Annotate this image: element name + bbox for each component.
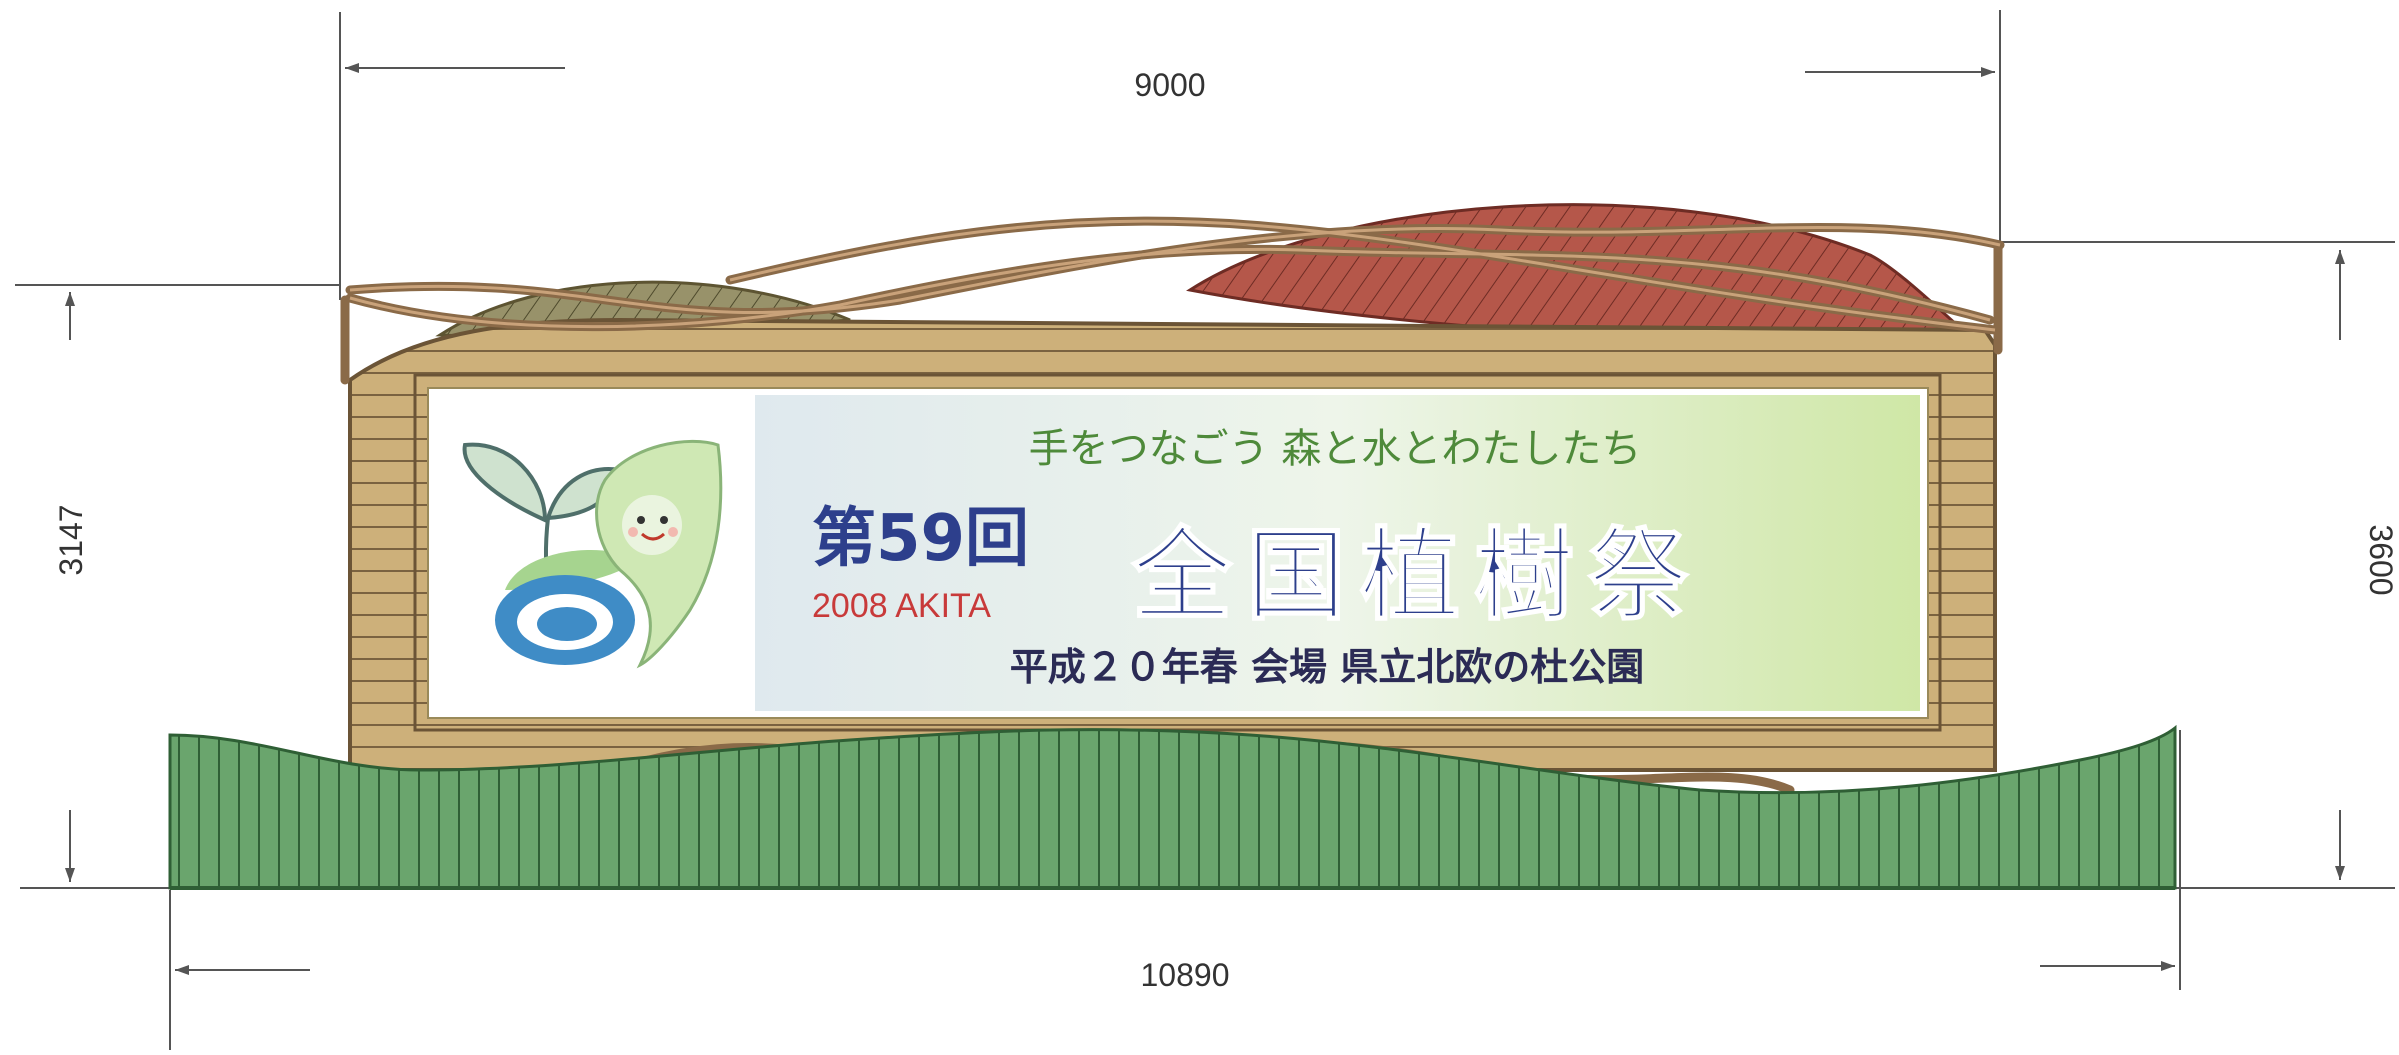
mascot-logo — [462, 439, 723, 669]
wood-bands-highlight — [349, 219, 2001, 332]
water-swirl-inner — [537, 607, 597, 641]
edition-text: 第59回 — [812, 502, 1029, 576]
sprout-left-leaf — [462, 442, 548, 524]
slogan-text: 手をつなごう 森と水とわたしたち — [1029, 426, 1642, 472]
character-face — [622, 495, 682, 555]
hedge-base — [168, 724, 2177, 890]
display-panel-gradient — [755, 395, 1920, 711]
title-text: 全国植樹祭 — [1131, 517, 1702, 634]
year-place-text: 2008 AKITA — [812, 587, 991, 625]
dimension-top-width: 9000 — [1134, 67, 1205, 103]
dimension-bottom-width: 10890 — [1141, 957, 1230, 993]
dimension-arrowheads — [65, 63, 2345, 975]
venue-text: 平成２０年春 会場 県立北欧の杜公園 — [1010, 645, 1644, 689]
dimension-right-height: 3600 — [2363, 524, 2399, 595]
dimension-left-height: 3147 — [53, 504, 89, 575]
